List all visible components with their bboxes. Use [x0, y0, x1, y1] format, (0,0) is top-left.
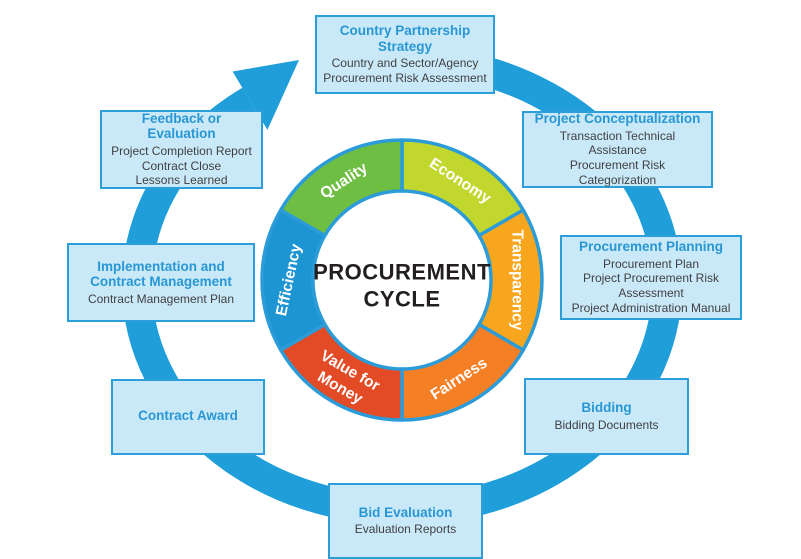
box-procurement-planning: Procurement Planning Procurement Plan Pr…: [560, 235, 742, 320]
box-line: Procurement Plan: [602, 256, 700, 271]
box-title: Implementation and Contract Management: [90, 258, 232, 290]
box-line: Procurement Risk Categorization: [569, 158, 666, 188]
box-line: Evaluation Reports: [354, 522, 457, 537]
wheel-center-title-line2: CYCLE: [363, 287, 440, 312]
box-title: Feedback or Evaluation: [141, 110, 222, 142]
box-title: Contract Award: [138, 408, 238, 424]
box-contract-award: Contract Award: [111, 379, 265, 455]
box-title: Bidding: [581, 400, 632, 416]
box-line: Transaction Technical Assistance: [559, 128, 676, 158]
box-feedback-or-evaluation: Feedback or Evaluation Project Completio…: [100, 110, 263, 189]
box-line: Contract Close: [141, 158, 222, 173]
box-line: Project Completion Report: [111, 143, 252, 158]
wheel-center-title-line1: PROCUREMENT: [313, 260, 491, 285]
box-title: Country Partnership Strategy: [339, 23, 471, 54]
box-line: Project Procurement Risk: [582, 271, 720, 286]
box-line: Contract Management Plan: [87, 291, 235, 306]
box-line: Bidding Documents: [554, 417, 659, 432]
box-line: Assessment: [618, 286, 684, 301]
box-line: Lessons Learned: [135, 173, 228, 188]
segment-quality: [279, 138, 404, 238]
box-title: Bid Evaluation: [358, 504, 453, 520]
box-implementation-contract-management: Implementation and Contract Management C…: [67, 243, 255, 322]
box-line: Project Administration Manual: [571, 301, 731, 316]
box-title: Project Conceptualization: [534, 111, 701, 126]
box-country-partnership-strategy: Country Partnership Strategy Country and…: [315, 15, 495, 94]
segment-label-transparency: Transparency: [509, 230, 526, 331]
box-title: Procurement Planning: [578, 239, 724, 254]
box-line: Country and Sector/Agency: [331, 56, 479, 71]
box-bid-evaluation: Bid Evaluation Evaluation Reports: [328, 483, 483, 559]
box-project-conceptualization: Project Conceptualization Transaction Te…: [522, 111, 713, 188]
cycle-arrowhead-icon: [232, 60, 299, 130]
box-line: Procurement Risk Assessment: [323, 71, 487, 86]
box-bidding: Bidding Bidding Documents: [524, 378, 689, 455]
